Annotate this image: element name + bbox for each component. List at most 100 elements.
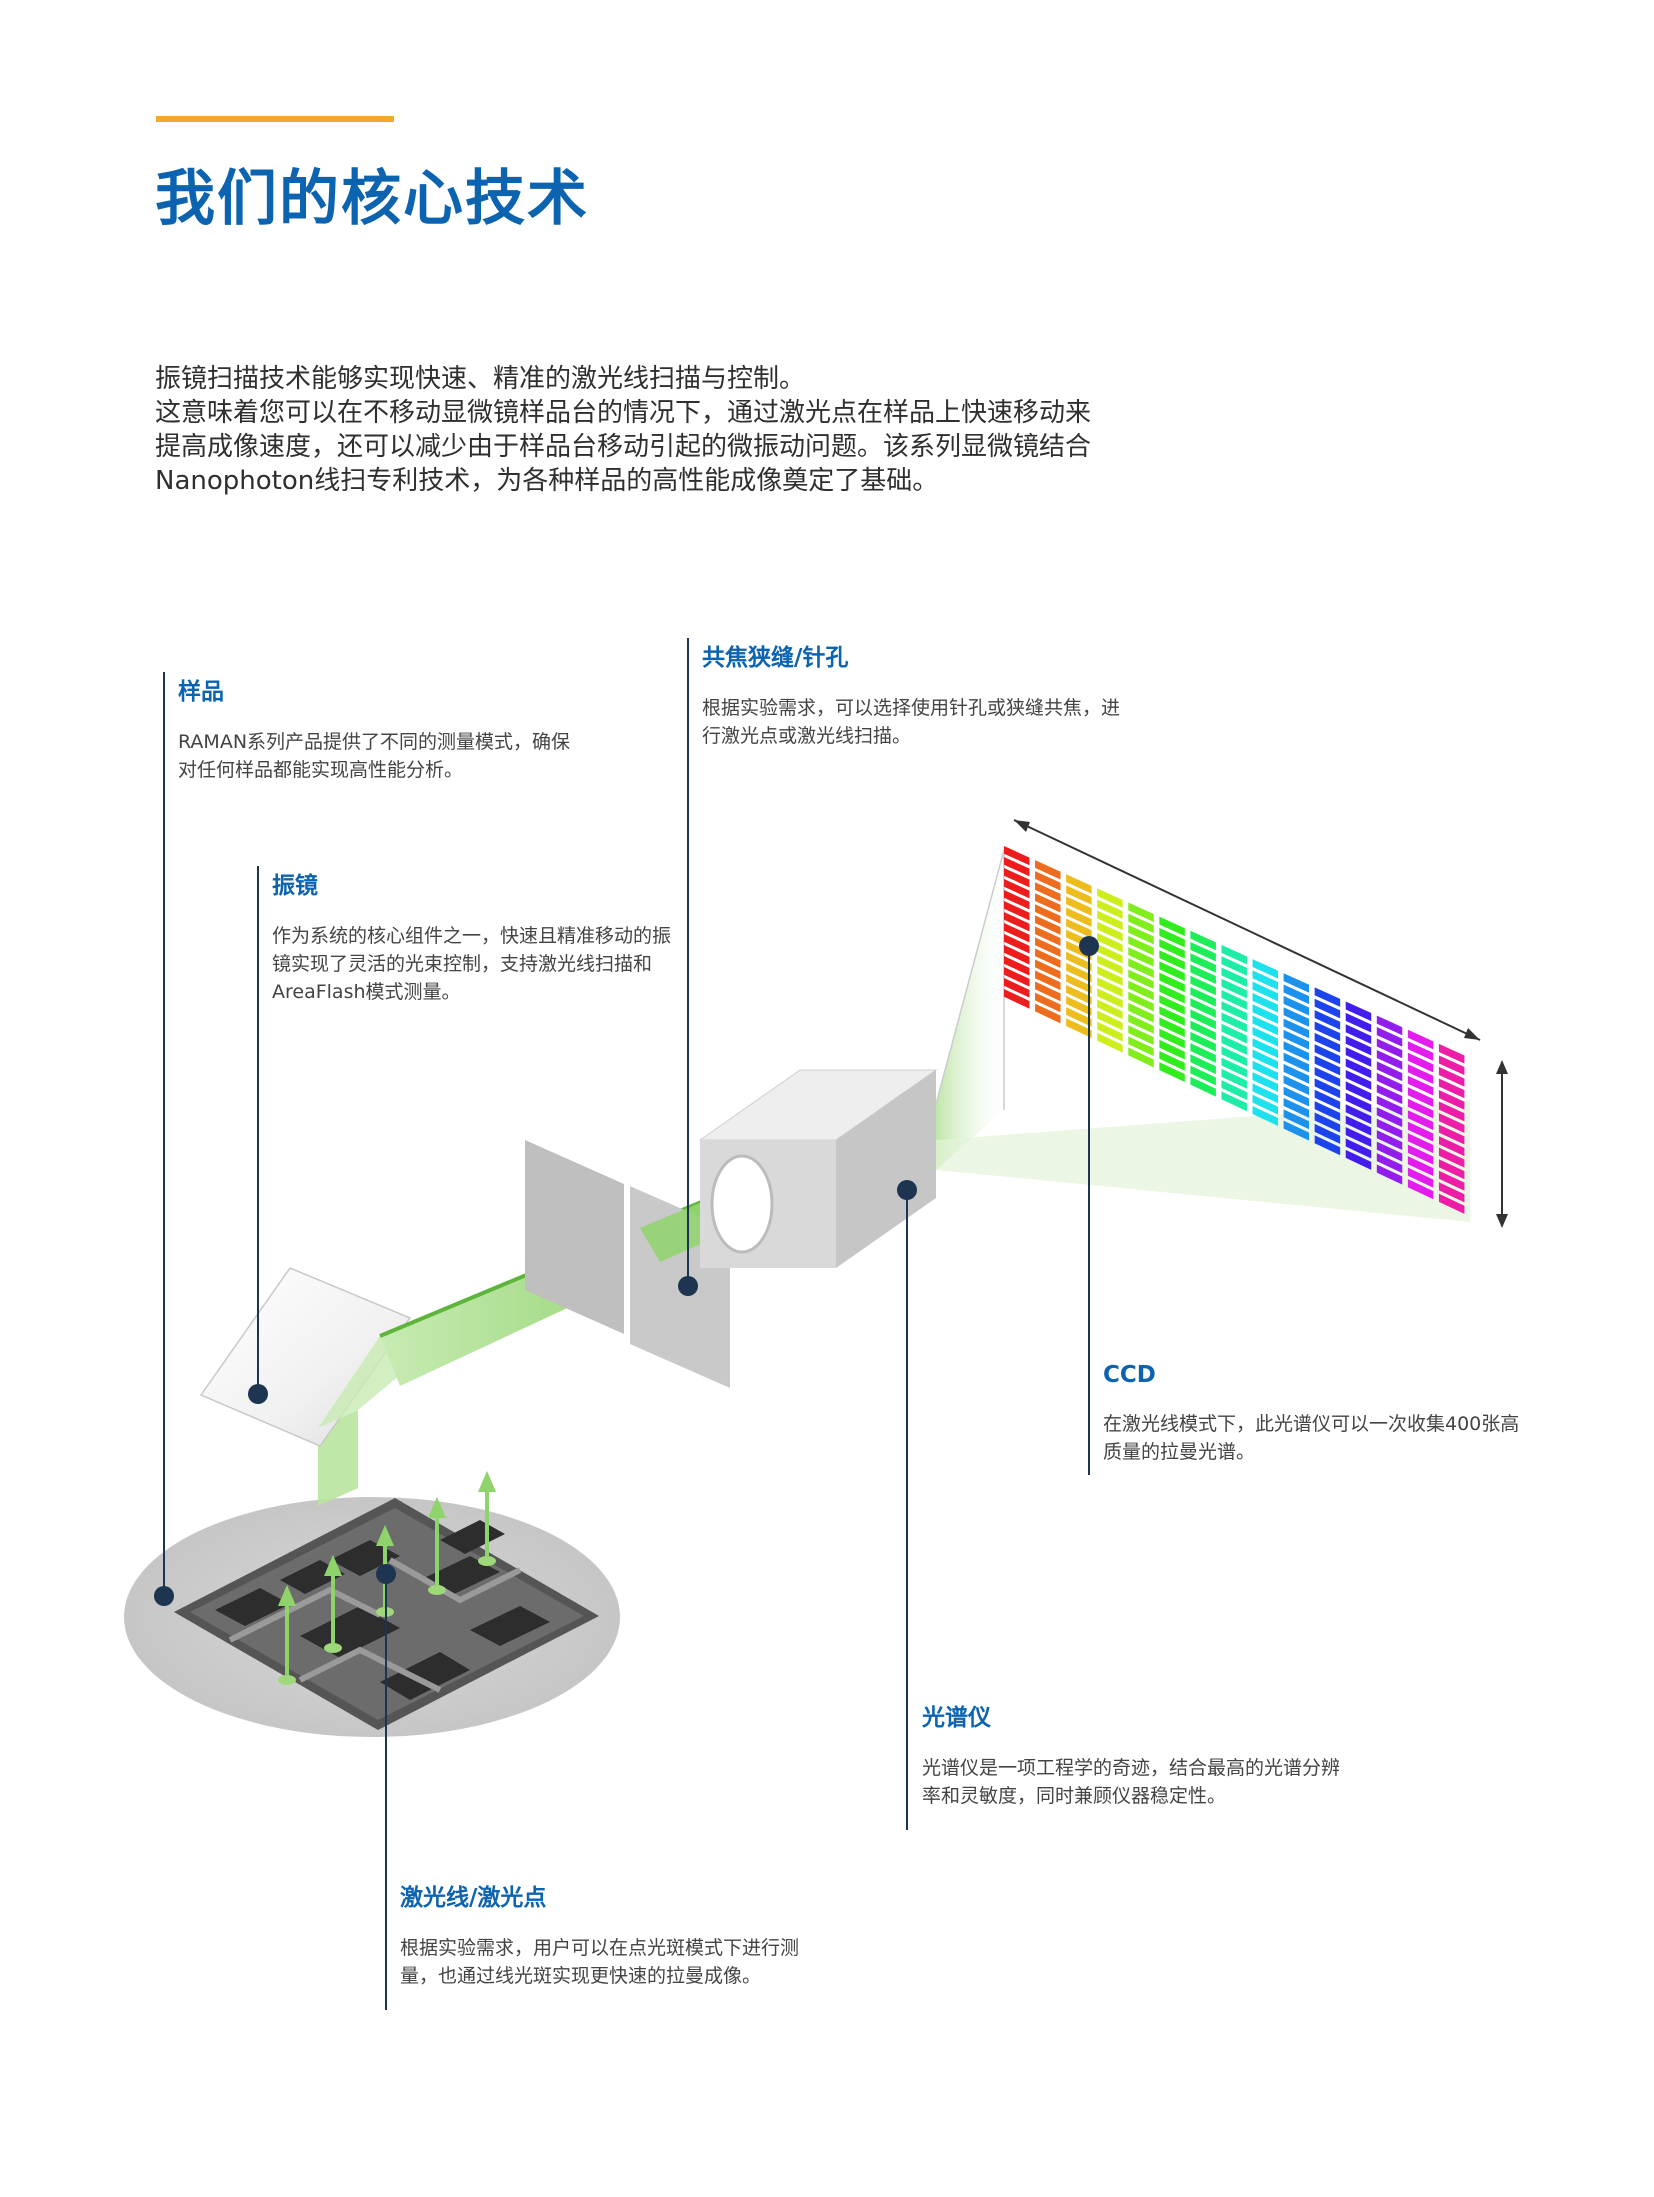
ccd-pixel bbox=[1252, 959, 1279, 979]
callout-title: 振镜 bbox=[272, 873, 318, 899]
ccd-pixel bbox=[1283, 1029, 1310, 1050]
ccd-pixel bbox=[1376, 1107, 1403, 1128]
callout-markers bbox=[154, 936, 1099, 1606]
ccd-pixel bbox=[1252, 1038, 1279, 1058]
ccd-pixel bbox=[1407, 1167, 1434, 1188]
callout-ccd: CCD 在激光线模式下，此光谱仪可以一次收集400张高质量的拉曼光谱。 bbox=[1103, 1362, 1523, 1466]
ccd-pixel bbox=[1252, 981, 1279, 1002]
ccd-pixel bbox=[1283, 973, 1310, 993]
ccd-pixel bbox=[1159, 939, 1185, 959]
ccd-pixel bbox=[1004, 879, 1030, 899]
confocal-slit bbox=[525, 1140, 730, 1388]
ccd-pixel bbox=[1283, 1007, 1310, 1027]
ccd-width-arrowhead bbox=[1464, 1028, 1480, 1040]
ccd-pixel bbox=[1438, 1182, 1465, 1203]
leader-lines bbox=[163, 638, 1090, 2010]
ccd-pixel bbox=[1066, 885, 1092, 905]
ccd-pixel bbox=[1066, 940, 1092, 961]
ccd-pixel bbox=[1190, 1009, 1216, 1030]
sample-stage bbox=[124, 1470, 620, 1737]
ccd-pixel bbox=[1345, 1035, 1372, 1056]
ccd-pixel bbox=[1252, 1049, 1279, 1070]
ccd-pixel bbox=[1438, 1113, 1465, 1133]
ccd-pixel bbox=[1159, 961, 1185, 981]
ccd-pixel bbox=[1221, 1012, 1247, 1033]
callout-laser: 激光线/激光点 根据实验需求，用户可以在点光斑模式下进行测量，也通过线光斑实现更… bbox=[400, 1878, 820, 1990]
ccd-pixel bbox=[1128, 1014, 1154, 1034]
ccd-pixel bbox=[1128, 924, 1154, 945]
ccd-pixel bbox=[1376, 1027, 1403, 1047]
marker-dot bbox=[678, 1276, 698, 1296]
ccd-pixel bbox=[1066, 1007, 1092, 1027]
ccd-pixel bbox=[1283, 1041, 1310, 1061]
ccd-pixel bbox=[1407, 1041, 1434, 1061]
ccd-pixel bbox=[1190, 953, 1216, 973]
ccd-pixel bbox=[1004, 890, 1030, 910]
ccd-pixel bbox=[1097, 899, 1123, 919]
ccd-pixel bbox=[1221, 990, 1247, 1010]
ccd-pixel bbox=[1159, 1062, 1185, 1082]
ccd-pixel bbox=[1252, 992, 1279, 1013]
ccd-pixel bbox=[1159, 950, 1185, 970]
ccd-pixel bbox=[1097, 988, 1123, 1009]
ccd-pixel bbox=[1438, 1055, 1465, 1076]
ccd-pixel bbox=[1283, 1052, 1310, 1073]
ccd-pixel bbox=[1407, 1144, 1434, 1165]
callout-title: 光谱仪 bbox=[922, 1705, 991, 1731]
ccd-pixel bbox=[1159, 1039, 1185, 1060]
ccd-pixel bbox=[1283, 1018, 1310, 1039]
ccd-pixel bbox=[1252, 1106, 1279, 1126]
ccd-pixel bbox=[1283, 1097, 1310, 1118]
ccd-pixel bbox=[1252, 1083, 1279, 1104]
callout-body: 作为系统的核心组件之一，快速且精准移动的振镜实现了灵活的光束控制，支持激光线扫描… bbox=[272, 925, 672, 1003]
ccd-pixel bbox=[1283, 1109, 1310, 1130]
callout-body: 在激光线模式下，此光谱仪可以一次收集400张高质量的拉曼光谱。 bbox=[1103, 1413, 1520, 1463]
ccd-pixel bbox=[1190, 1076, 1216, 1097]
ccd-pixel bbox=[1004, 912, 1030, 932]
intro-line: Nanophoton线扫专利技术，为各种样品的高性能成像奠定了基础。 bbox=[155, 466, 939, 496]
ccd-pixel bbox=[1221, 978, 1247, 999]
ccd-pixel bbox=[1376, 1038, 1403, 1059]
ccd-pixel bbox=[1314, 1032, 1341, 1053]
ccd-pixel bbox=[1283, 1063, 1310, 1084]
ccd-pixel bbox=[1283, 1120, 1310, 1141]
ccd-pixel bbox=[1190, 930, 1216, 951]
ccd-pixel bbox=[1004, 934, 1030, 954]
ccd-pixel bbox=[1128, 902, 1154, 922]
ccd-pixel bbox=[1159, 1017, 1185, 1038]
ccd-pixel bbox=[1159, 972, 1185, 993]
chip-traces bbox=[228, 1557, 522, 1693]
ccd-pixel bbox=[1004, 978, 1030, 998]
ccd-pixel bbox=[1252, 1004, 1279, 1024]
ccd-pixel bbox=[1345, 1058, 1372, 1079]
ccd-pixel bbox=[1004, 846, 1030, 866]
ccd-pixel bbox=[1438, 1066, 1465, 1087]
page-title: 我们的核心技术 bbox=[155, 164, 589, 234]
ccd-pixel bbox=[1066, 985, 1092, 1005]
ccd-pixel bbox=[1035, 959, 1061, 980]
ccd-pixel bbox=[1159, 1050, 1185, 1071]
ccd-pixel bbox=[1097, 1021, 1123, 1042]
ccd-pixel bbox=[1407, 1064, 1434, 1084]
ccd-pixel bbox=[1283, 995, 1310, 1016]
ccd-pixel bbox=[1376, 1164, 1403, 1185]
ccd-pixel bbox=[1035, 904, 1061, 924]
ccd-pixel bbox=[1407, 1098, 1434, 1119]
ccd-pixel bbox=[1221, 956, 1247, 976]
callout-spectrometer: 光谱仪 光谱仪是一项工程学的奇迹，结合最高的光谱分辨率和灵敏度，同时兼顾仪器稳定… bbox=[922, 1698, 1342, 1810]
ccd-pixel bbox=[1221, 1080, 1247, 1101]
ccd-pixel bbox=[1314, 1010, 1341, 1030]
marker-dot bbox=[154, 1586, 174, 1606]
ccd-pixel bbox=[1252, 1015, 1279, 1036]
ccd-pixel bbox=[1097, 1010, 1123, 1031]
ccd-pixel bbox=[1345, 1012, 1372, 1033]
ccd-pixel bbox=[1159, 927, 1185, 948]
ccd-pixel bbox=[1035, 915, 1061, 935]
ccd-pixel bbox=[1190, 1020, 1216, 1041]
ccd-pixel bbox=[1252, 1026, 1279, 1047]
ccd-pixel bbox=[1221, 1023, 1247, 1044]
ccd-pixel bbox=[1097, 1032, 1123, 1053]
ccd-pixel bbox=[1066, 896, 1092, 916]
ccd-width-arrow bbox=[1013, 819, 1481, 1041]
ccd-pixel bbox=[1314, 1135, 1341, 1156]
